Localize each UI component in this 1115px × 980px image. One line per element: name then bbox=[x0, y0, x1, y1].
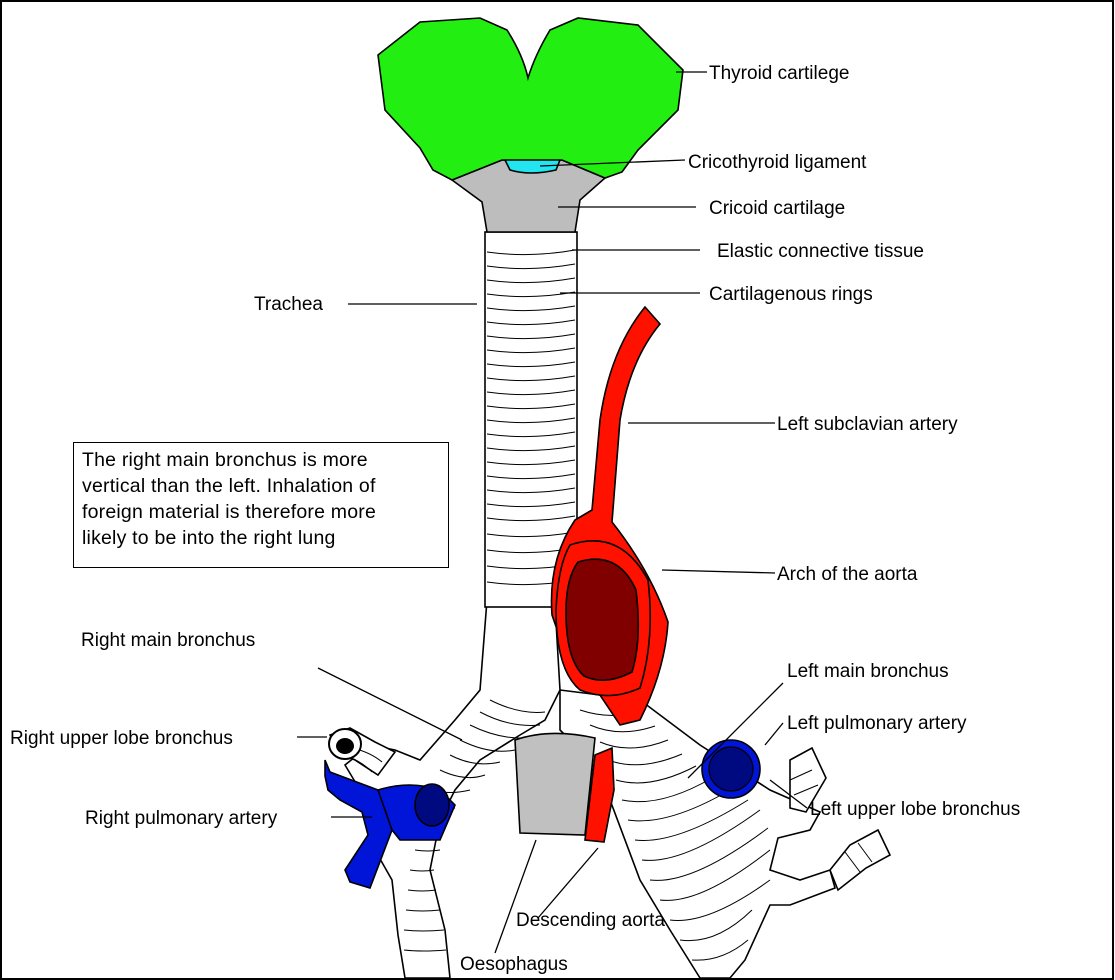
left-side-branch bbox=[830, 830, 890, 890]
oesophagus-shape bbox=[515, 733, 595, 835]
note-box: The right main bronchus is more vertical… bbox=[73, 442, 449, 568]
label-elastic-connective-tissue: Elastic connective tissue bbox=[717, 241, 924, 262]
left-pulmonary-artery bbox=[702, 740, 760, 798]
note-line-3: foreign material is therefore more bbox=[82, 499, 442, 525]
label-left-main-bronchus: Left main bronchus bbox=[787, 661, 949, 682]
label-descending-aorta: Descending aorta bbox=[516, 910, 665, 931]
right-pulmonary-artery-lumen bbox=[415, 784, 449, 826]
right-upper-lobe-lumen bbox=[336, 738, 354, 754]
note-line-1: The right main bronchus is more bbox=[82, 447, 442, 473]
label-cricothyroid-ligament: Cricothyroid ligament bbox=[688, 152, 867, 173]
left-pulmonary-artery-lumen bbox=[709, 747, 753, 791]
label-right-main-bronchus: Right main bronchus bbox=[81, 630, 255, 651]
label-cricoid-cartilage: Cricoid cartilage bbox=[709, 198, 845, 219]
label-trachea: Trachea bbox=[254, 294, 323, 315]
label-right-pulmonary-artery: Right pulmonary artery bbox=[85, 808, 278, 829]
note-line-4: likely to be into the right lung bbox=[82, 525, 442, 551]
label-arch-of-the-aorta: Arch of the aorta bbox=[777, 564, 918, 585]
label-right-upper-lobe-bronchus: Right upper lobe bronchus bbox=[10, 728, 233, 749]
label-thyroid-cartilege: Thyroid cartilege bbox=[709, 63, 849, 84]
aortic-arch-lumen bbox=[566, 559, 638, 680]
thyroid-cartilage-shape bbox=[378, 18, 683, 180]
label-left-upper-lobe-bronchus: Left upper lobe bronchus bbox=[810, 799, 1020, 820]
label-cartilagenous-rings: Cartilagenous rings bbox=[709, 284, 873, 305]
label-oesophagus: Oesophagus bbox=[460, 954, 568, 975]
label-left-subclavian-artery: Left subclavian artery bbox=[777, 414, 958, 435]
note-line-2: vertical than the left. Inhalation of bbox=[82, 473, 442, 499]
label-left-pulmonary-artery: Left pulmonary artery bbox=[787, 713, 967, 734]
